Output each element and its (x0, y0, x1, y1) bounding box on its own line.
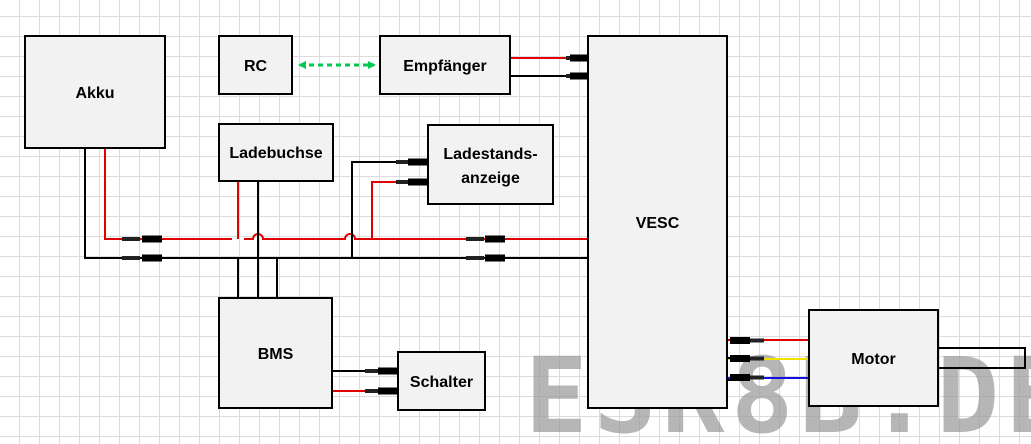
rc-label: RC (244, 58, 268, 75)
wire-akku-negative (84, 148, 588, 259)
connector-phase-3 (730, 374, 764, 381)
schalter-label: Schalter (410, 374, 473, 391)
ladebuchse-label: Ladebuchse (229, 145, 322, 162)
block-ladestandsanzeige: Ladestands- anzeige (427, 124, 554, 205)
connector-phase-1 (730, 337, 764, 344)
block-motor: Motor (808, 309, 939, 407)
connector-vesc-pos (466, 235, 505, 243)
connector-phase-2 (730, 355, 764, 362)
wire-ladestand-negative (351, 161, 428, 258)
empfaenger-label: Empfänger (403, 58, 487, 75)
connector-empfaenger-neg (566, 72, 588, 80)
akku-label: Akku (75, 85, 114, 102)
connector-empfaenger-pos (566, 54, 588, 62)
wire-akku-positive (104, 148, 588, 240)
connector-vesc-neg (466, 254, 505, 262)
block-akku: Akku (24, 35, 166, 149)
connector-ladestand-pos (396, 178, 428, 186)
connector-schalter-neg (365, 367, 398, 375)
connectors (122, 54, 764, 395)
ladestandsanzeige-label-line2: anzeige (461, 170, 520, 187)
block-schalter: Schalter (397, 351, 486, 411)
connector-akku-neg (122, 254, 162, 262)
connector-schalter-pos (365, 387, 398, 395)
connector-ladestand-neg (396, 158, 428, 166)
vesc-label: VESC (636, 215, 680, 232)
block-empfaenger: Empfänger (379, 35, 511, 95)
motor-shaft (938, 347, 1026, 369)
block-vesc: VESC (587, 35, 728, 409)
block-bms: BMS (218, 297, 333, 409)
wire-ladestand-positive (371, 181, 428, 239)
motor-label: Motor (851, 351, 895, 368)
block-ladebuchse: Ladebuchse (218, 123, 334, 182)
block-rc: RC (218, 35, 293, 95)
connector-akku-pos (122, 235, 162, 243)
ladestandsanzeige-label-line1: Ladestands- (443, 146, 537, 163)
bms-label: BMS (258, 346, 294, 363)
